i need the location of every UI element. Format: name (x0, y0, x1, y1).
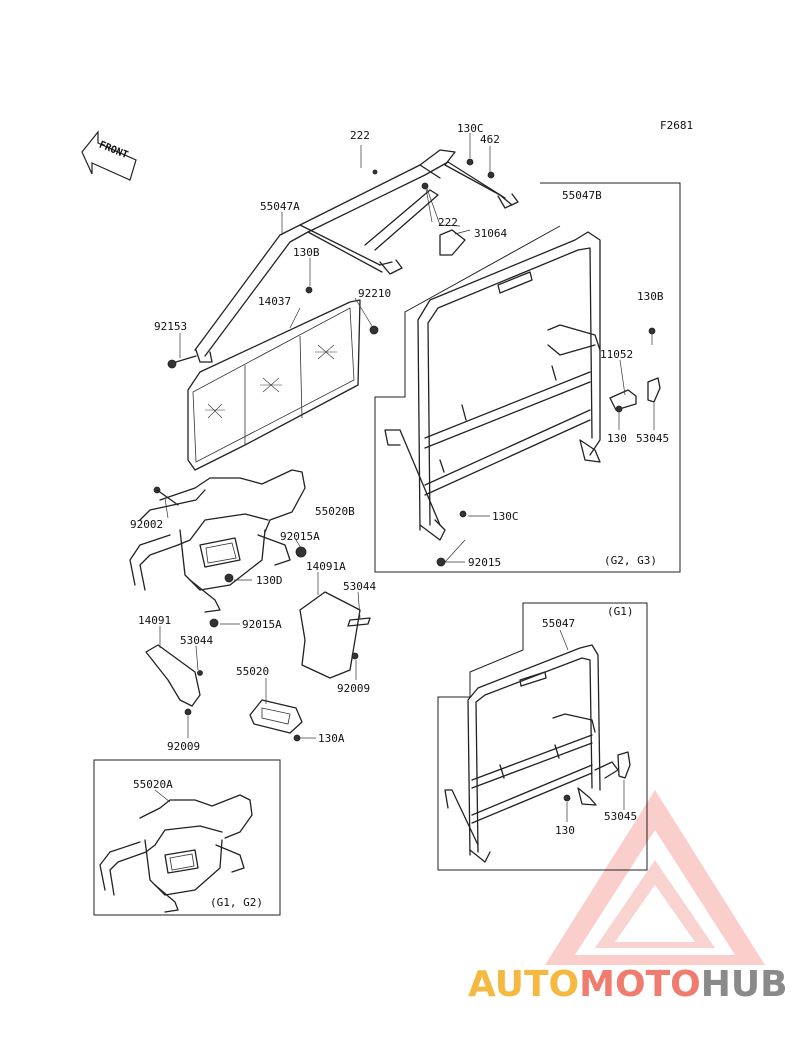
label-222-top: 222 (350, 129, 370, 142)
front-guard-55020a (99, 794, 253, 913)
leader-lines (154, 133, 655, 822)
label-92015a-top: 92015A (280, 530, 320, 543)
watermark-text: AUTOMOTOHUB (468, 964, 788, 1005)
watermark-hub: HUB (701, 964, 788, 1005)
variant-g1: (G1) (607, 605, 634, 618)
label-222-mid: 222 (438, 216, 458, 229)
label-130-low: 130 (555, 824, 575, 837)
label-130b-left: 130B (293, 246, 320, 259)
label-92015: 92015 (468, 556, 501, 569)
label-92002: 92002 (130, 518, 163, 531)
label-14091a: 14091A (306, 560, 346, 573)
label-55047a: 55047A (260, 200, 300, 213)
label-92210: 92210 (358, 287, 391, 300)
label-14037: 14037 (258, 295, 291, 308)
label-92153: 92153 (154, 320, 187, 333)
label-53044-top: 53044 (343, 580, 376, 593)
bracket-11052 (609, 327, 661, 413)
rear-frame-55047 (444, 644, 631, 863)
rear-frame-55047b (384, 231, 601, 567)
rear-screen-14037 (187, 286, 379, 471)
front-arrow: FRONT (81, 130, 137, 181)
label-53045-low: 53045 (604, 810, 637, 823)
label-53044-mid: 53044 (180, 634, 213, 647)
label-55047b: 55047B (562, 189, 602, 202)
label-55020a: 55020A (133, 778, 173, 791)
figure-code: F2681 (660, 119, 693, 132)
label-130c-top: 130C (457, 122, 484, 135)
label-55020b: 55020B (315, 505, 355, 518)
part-labels: 222 130C 462 55047B 55047A 222 31064 130… (130, 122, 669, 837)
variant-g1-g2: (G1, G2) (210, 896, 263, 909)
label-11052: 11052 (600, 348, 633, 361)
box-g1 (437, 602, 648, 871)
label-92015a-mid: 92015A (242, 618, 282, 631)
label-53045-right: 53045 (636, 432, 669, 445)
box-g2-g3 (374, 182, 681, 573)
skid-plate-55020 (249, 699, 303, 742)
label-92009-right: 92009 (337, 682, 370, 695)
label-130-right: 130 (607, 432, 627, 445)
label-14091: 14091 (138, 614, 171, 627)
label-130a: 130A (318, 732, 345, 745)
watermark-moto: MOTO (579, 964, 701, 1005)
label-130b-right: 130B (637, 290, 664, 303)
watermark-auto: AUTO (468, 964, 579, 1005)
label-31064: 31064 (474, 227, 507, 240)
label-130c-mid: 130C (492, 510, 519, 523)
label-130d: 130D (256, 574, 283, 587)
label-55020: 55020 (236, 665, 269, 678)
side-panel-14091 (145, 618, 219, 716)
watermark-logo (545, 790, 765, 965)
box-g1-g2 (93, 759, 281, 916)
front-guard-55020b (129, 469, 307, 613)
label-462: 462 (480, 133, 500, 146)
label-55047: 55047 (542, 617, 575, 630)
side-panel-14091a (299, 591, 371, 679)
label-92009-left: 92009 (167, 740, 200, 753)
roof-bar-55047a (167, 149, 519, 369)
variant-g2-g3: (G2, G3) (604, 554, 657, 567)
